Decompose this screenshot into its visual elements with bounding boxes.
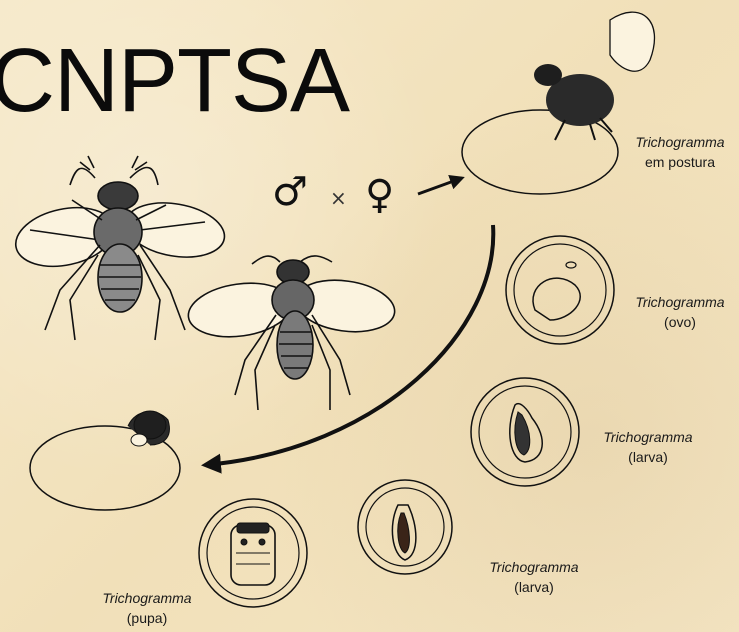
male-symbol: ♂ <box>272 169 308 215</box>
mating-to-oviposition-arrow <box>418 178 462 194</box>
stage-label-pupa: Trichogramma (pupa) <box>85 588 209 628</box>
pupa-stage-illustration <box>199 499 307 607</box>
stage-label-em-postura: Trichogramma em postura <box>618 132 739 172</box>
times-symbol: × <box>330 186 347 210</box>
female-symbol: ♀ <box>365 172 394 218</box>
stage-label-larva-1: Trichogramma (larva) <box>586 427 710 467</box>
larva-stage-2-illustration <box>358 480 452 574</box>
emergence-egg-illustration <box>30 411 180 510</box>
mating-symbols: ♂ × ♀ <box>272 169 394 218</box>
life-cycle-arrow <box>205 225 493 465</box>
stage-label-larva-2: Trichogramma (larva) <box>472 557 596 597</box>
egg-stage-illustration <box>506 236 614 344</box>
female-wasp-illustration <box>185 256 398 410</box>
stage-label-ovo: Trichogramma (ovo) <box>618 292 739 332</box>
larva-stage-1-illustration <box>471 378 579 486</box>
